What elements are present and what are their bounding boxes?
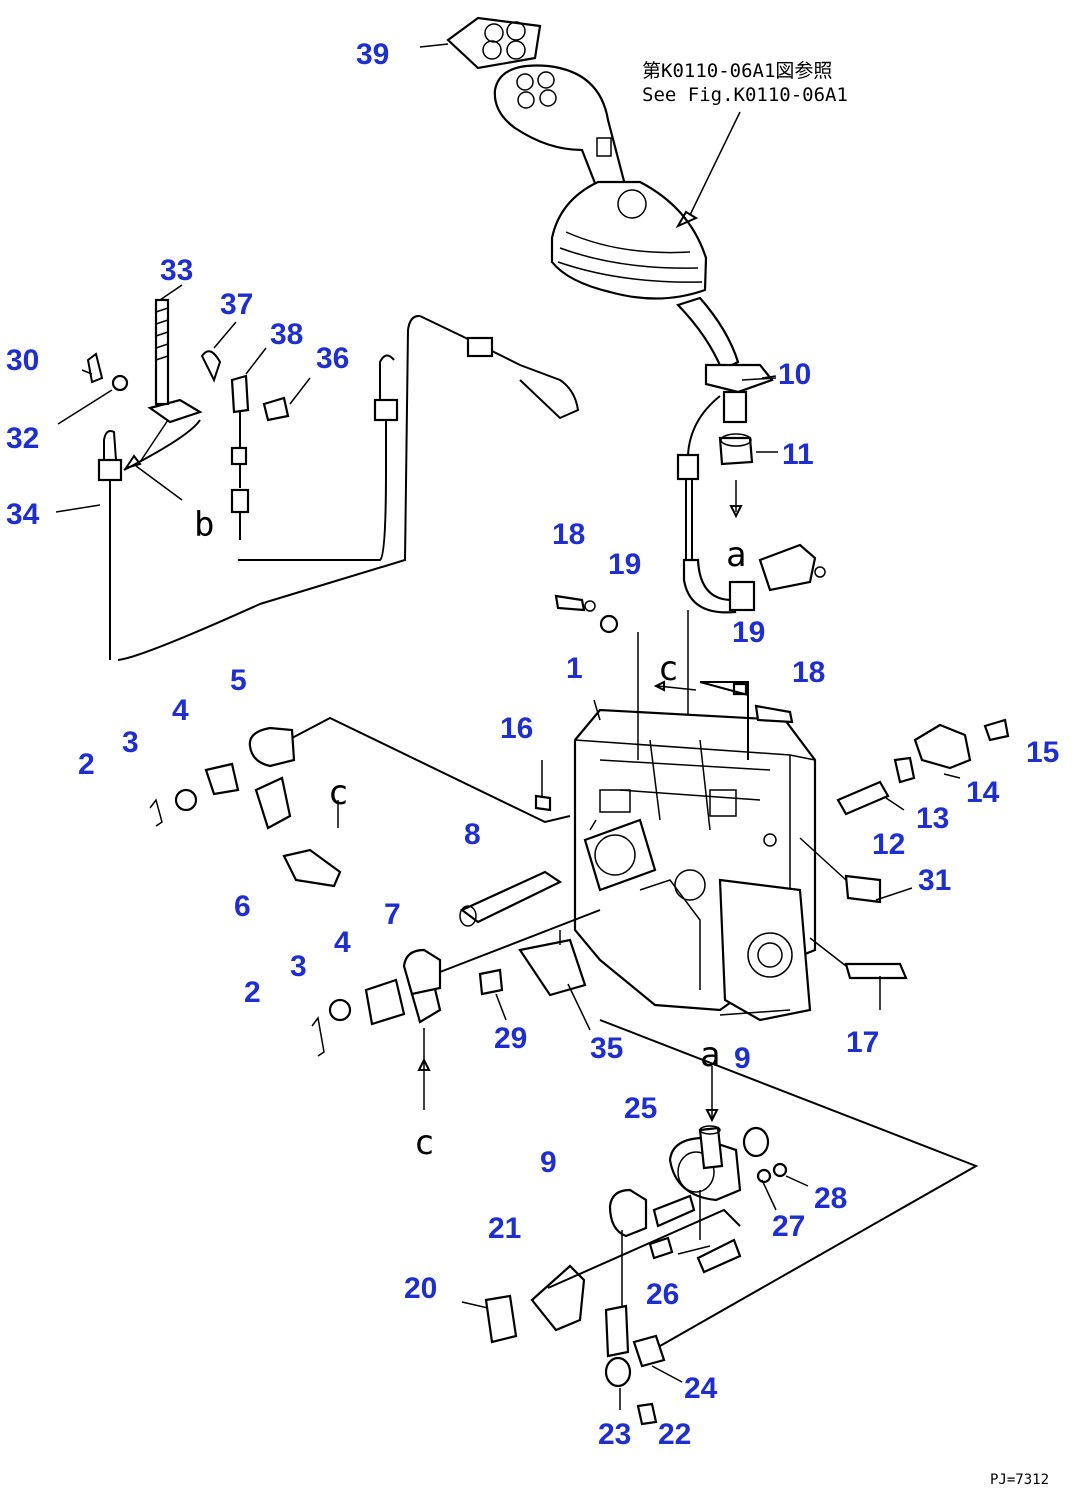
callout-18: 18 bbox=[792, 656, 825, 689]
callout-6: 6 bbox=[234, 890, 251, 923]
callout-36: 36 bbox=[316, 342, 349, 375]
callout-29: 29 bbox=[494, 1022, 527, 1055]
right-side-parts bbox=[799, 718, 1010, 980]
callout-37: 37 bbox=[220, 288, 253, 321]
callout-19: 19 bbox=[732, 616, 765, 649]
callout-28: 28 bbox=[814, 1182, 847, 1215]
reference-note-en: See Fig.K0110-06A1 bbox=[642, 84, 848, 106]
callout-18: 18 bbox=[552, 518, 585, 551]
callout-30: 30 bbox=[6, 344, 39, 377]
connector-letter: c bbox=[658, 649, 678, 689]
callout-33: 33 bbox=[160, 254, 193, 287]
callout-22: 22 bbox=[658, 1418, 691, 1451]
callout-11: 11 bbox=[782, 438, 814, 471]
callout-19: 19 bbox=[608, 548, 641, 581]
callout-3: 3 bbox=[122, 726, 139, 759]
callout-23: 23 bbox=[598, 1418, 631, 1451]
callout-24: 24 bbox=[684, 1372, 718, 1405]
callout-12: 12 bbox=[872, 828, 905, 861]
callout-7: 7 bbox=[384, 898, 401, 931]
reference-note-jp: 第K0110-06A1図参照 bbox=[642, 60, 832, 82]
callout-9: 9 bbox=[734, 1042, 751, 1075]
callout-27: 27 bbox=[772, 1210, 805, 1243]
connector-letter: c bbox=[328, 773, 348, 813]
callout-8: 8 bbox=[464, 818, 481, 851]
connector-letter: c bbox=[414, 1123, 434, 1163]
callout-20: 20 bbox=[404, 1272, 437, 1305]
callout-5: 5 bbox=[230, 664, 247, 697]
callout-16: 16 bbox=[500, 712, 533, 745]
figure-code: PJ=7312 bbox=[990, 1472, 1049, 1488]
left-shaft-group-part bbox=[149, 716, 601, 1110]
callout-15: 15 bbox=[1026, 736, 1059, 769]
callout-38: 38 bbox=[270, 318, 303, 351]
callout-13: 13 bbox=[916, 802, 949, 835]
lower-linkage-part bbox=[461, 1019, 979, 1426]
callout-21: 21 bbox=[488, 1212, 521, 1245]
line-art bbox=[55, 16, 1010, 1426]
grip-cover-part bbox=[419, 16, 542, 70]
callout-2: 2 bbox=[244, 976, 261, 1009]
callout-31: 31 bbox=[918, 864, 951, 897]
lever-boot-part bbox=[550, 111, 741, 300]
callout-17: 17 bbox=[846, 1026, 879, 1059]
callout-4: 4 bbox=[172, 694, 189, 727]
callouts: 39 33 37 38 36 30 32 34 10 11 18 19 19 1… bbox=[6, 38, 1059, 1451]
connector-letter: a bbox=[726, 535, 746, 575]
lever-grip-part bbox=[493, 64, 627, 200]
callout-26: 26 bbox=[646, 1278, 679, 1311]
callout-3: 3 bbox=[290, 950, 307, 983]
main-housing-part bbox=[573, 699, 817, 1022]
callout-32: 32 bbox=[6, 422, 39, 455]
callout-9: 9 bbox=[540, 1146, 557, 1179]
callout-34: 34 bbox=[6, 498, 40, 531]
callout-25: 25 bbox=[624, 1092, 657, 1125]
callout-2: 2 bbox=[78, 748, 95, 781]
bolts-and-washers-part bbox=[534, 594, 794, 812]
callout-39: 39 bbox=[356, 38, 389, 71]
cable-assembly-part bbox=[55, 284, 580, 661]
lever-shaft-part bbox=[675, 296, 778, 519]
callout-1: 1 bbox=[566, 652, 583, 685]
connector-letter: b bbox=[194, 505, 214, 545]
callout-14: 14 bbox=[966, 776, 1000, 809]
callout-35: 35 bbox=[590, 1032, 623, 1065]
callout-4: 4 bbox=[334, 926, 351, 959]
callout-10: 10 bbox=[778, 358, 811, 391]
connector-letter: a bbox=[700, 1035, 720, 1075]
leader-lines bbox=[495, 377, 961, 1410]
